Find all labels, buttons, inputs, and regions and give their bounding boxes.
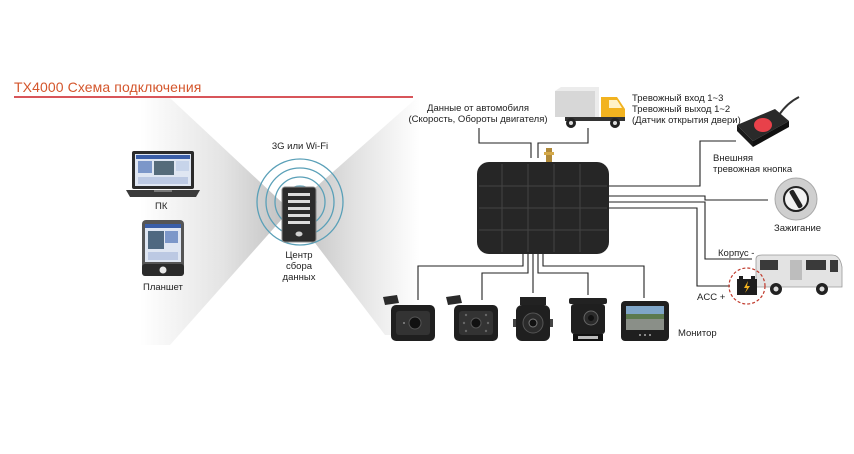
ground-label: Корпус - xyxy=(718,248,755,259)
acc-label: ACC + xyxy=(697,292,726,303)
alarm-io-line: Тревожный выход 1~2 xyxy=(632,104,731,115)
tablet-icon xyxy=(142,220,184,276)
laptop-icon xyxy=(126,151,200,197)
data-center-label-line: Центр xyxy=(285,250,313,261)
server-icon xyxy=(281,186,317,243)
ignition-label: Зажигание xyxy=(774,223,822,234)
tablet-label: Планшет xyxy=(143,282,183,293)
alarm-button-icon xyxy=(737,96,800,147)
wire-ground xyxy=(607,201,752,260)
wire-camera-1 xyxy=(417,253,524,300)
monitor-icon xyxy=(621,301,669,341)
alarm-io-line: (Датчик открытия двери) xyxy=(632,115,741,126)
data-center-label-line: данных xyxy=(282,272,316,283)
wire-monitor xyxy=(542,253,645,298)
wire-alarm-io xyxy=(537,128,589,158)
external-button-line: Внешняя xyxy=(713,153,754,164)
ir-dash-camera-icon xyxy=(446,295,498,341)
ignition-switch-icon xyxy=(774,177,818,221)
diagram-title: TX4000 Схема подключения xyxy=(14,79,202,95)
alarm-io-line: Тревожный вход 1~3 xyxy=(632,93,724,104)
alarm-io-label: Тревожный вход 1~3 Тревожный выход 1~2 (… xyxy=(632,93,741,126)
external-button-label: Внешняя тревожная кнопка xyxy=(713,153,792,175)
title-underline xyxy=(14,96,413,98)
wire-ignition xyxy=(607,195,768,201)
wire-vehicle-data xyxy=(478,128,532,158)
data-center-label-line: сбора xyxy=(285,261,313,272)
pc-label: ПК xyxy=(155,201,168,212)
wire-external-button xyxy=(607,140,736,187)
external-button-line: тревожная кнопка xyxy=(713,164,793,175)
vehicle-data-line: (Скорость, Обороты двигателя) xyxy=(408,114,548,125)
data-center-label: Центр сбора данных xyxy=(270,250,328,283)
dash-camera-icon xyxy=(383,295,435,341)
wire-camera-4 xyxy=(537,253,589,295)
rear-view-camera-icon xyxy=(569,298,607,341)
ir-box-camera-icon xyxy=(513,297,553,341)
vehicle-data-line: Данные от автомобиля xyxy=(427,103,529,114)
mobile-dvr-device xyxy=(477,148,609,254)
wireless-label: 3G или Wi-Fi xyxy=(271,141,329,152)
battery-icon xyxy=(728,267,766,305)
wire-acc xyxy=(607,207,730,287)
monitor-label: Монитор xyxy=(678,328,717,339)
truck-icon xyxy=(555,87,625,128)
wire-camera-2 xyxy=(481,253,529,300)
bus-icon xyxy=(755,254,843,295)
vehicle-data-label: Данные от автомобиля (Скорость, Обороты … xyxy=(393,103,563,125)
right-projection-cone xyxy=(290,95,420,335)
